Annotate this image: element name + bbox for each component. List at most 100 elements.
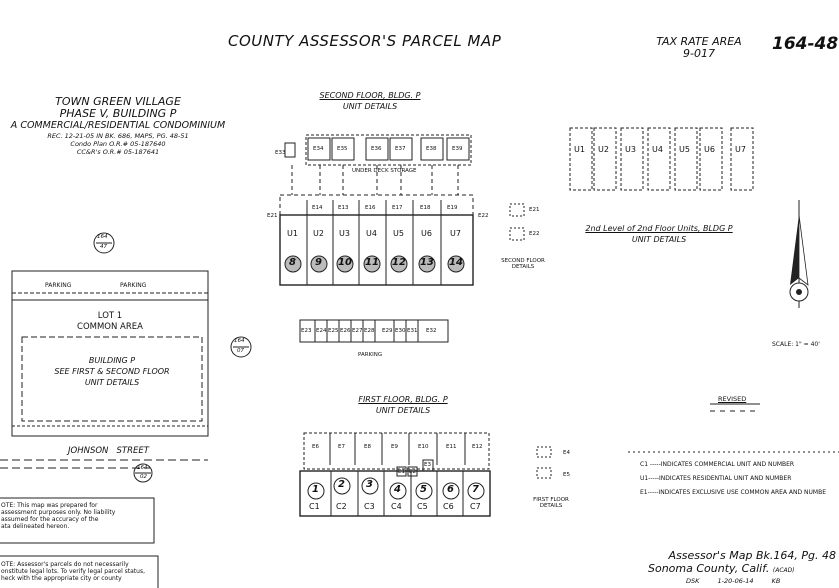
- lot-block: LOT 1 COMMON AREA: [12, 311, 208, 333]
- first-top-unit: E8: [364, 444, 371, 450]
- parking-unit: E24: [316, 328, 327, 334]
- lot-label: LOT 1: [97, 311, 123, 321]
- unit-label: U7: [450, 229, 461, 238]
- project-block: TOWN GREEN VILLAGE PHASE V, BUILDING P A…: [0, 96, 236, 157]
- level-unit: U3: [625, 145, 636, 154]
- note-box: [0, 555, 159, 588]
- first-top-unit: E6: [312, 444, 319, 450]
- level-unit: U6: [704, 145, 715, 154]
- parcel-number: 2: [338, 479, 345, 490]
- parking-unit: E32: [426, 328, 437, 334]
- parking-row-label: PARKING: [358, 352, 383, 358]
- project-rec: REC. 12-21-05 IN BK. 686, MAPS, PG. 48-5…: [47, 132, 189, 140]
- first-floor-subtitle: UNIT DETAILS: [375, 406, 431, 415]
- storage-unit: E37: [395, 146, 406, 152]
- storage-unit: E38: [426, 146, 437, 152]
- footer-dsk: DSK: [686, 577, 700, 585]
- building-footprint: [21, 336, 203, 422]
- note-line: ata delineated hereon.: [1, 523, 70, 530]
- tax-rate-area-value: 9-017: [683, 47, 715, 60]
- upper-row-unit: E18: [420, 205, 431, 211]
- parking-unit: E29: [382, 328, 393, 334]
- parking-unit: E23: [301, 328, 312, 334]
- details-e: E5: [563, 472, 570, 478]
- building-label: BUILDING P: [88, 356, 136, 365]
- note-box: [0, 497, 155, 544]
- level-unit: U5: [679, 145, 690, 154]
- second-level-heading: 2nd Level of 2nd Floor Units, BLDG P UNI…: [566, 223, 752, 245]
- under-deck-label: UNDER DECK STORAGE: [352, 168, 417, 174]
- note-line: heck with the appropriate city or county: [1, 575, 122, 582]
- second-floor-title: SECOND FLOOR, BLDG. P: [319, 91, 421, 100]
- map-title: COUNTY ASSESSOR'S PARCEL MAP: [228, 32, 502, 50]
- unit-label: U4: [366, 229, 377, 238]
- e-side-label: E22: [478, 213, 489, 219]
- map-ref-bottom-a: 164: [137, 465, 148, 471]
- map-ref-bottom-b: 02: [140, 474, 147, 480]
- first-top-unit: E10: [418, 444, 429, 450]
- tax-rate-area-label: TAX RATE AREA: [656, 35, 742, 48]
- tax-rate-area: TAX RATE AREA 9-017: [653, 36, 745, 60]
- note-line: assumed for the accuracy of the: [1, 516, 99, 523]
- parcel-number: 10: [338, 257, 352, 268]
- footer-county: Sonoma County, Calif. (ACAD): [648, 562, 795, 575]
- level-unit: U7: [735, 145, 746, 154]
- storage-unit: E36: [371, 146, 382, 152]
- map-ref-circle: [133, 463, 153, 483]
- site-boundary: [11, 270, 209, 437]
- project-ccrs: CC&R's O.R.# 05-187641: [76, 148, 160, 156]
- scale-label: SCALE: 1" = 40': [772, 341, 820, 348]
- upper-row-unit: E13: [338, 205, 349, 211]
- storage-unit: E34: [313, 146, 324, 152]
- parcel-number: 14: [449, 257, 463, 268]
- first-top-unit: E12: [472, 444, 483, 450]
- commercial-unit: C6: [443, 502, 454, 511]
- parking-unit: E27: [352, 328, 363, 334]
- first-mid-unit: E3: [424, 462, 431, 468]
- project-condo-plan: Condo Plan O.R.# 05-187640: [70, 140, 166, 148]
- map-ref-top-a: 164: [97, 234, 108, 240]
- e-side-label: E21: [267, 213, 278, 219]
- parking-unit: E31: [407, 328, 418, 334]
- unit-label: U3: [339, 229, 350, 238]
- second-floor-heading: SECOND FLOOR, BLDG. P UNIT DETAILS: [300, 90, 440, 112]
- page-number: 164-48: [772, 34, 839, 54]
- note-line: assessment purposes only. No liability: [1, 509, 116, 516]
- footer-acad: (ACAD): [772, 567, 795, 574]
- parcel-number: 7: [472, 484, 479, 495]
- unit-label: U1: [287, 229, 298, 238]
- unit-label: U2: [313, 229, 324, 238]
- building-block: BUILDING P SEE FIRST & SECOND FLOOR UNIT…: [22, 355, 202, 388]
- note-line: onstitute legal lots. To verify legal pa…: [1, 568, 145, 575]
- unit-label: U6: [421, 229, 432, 238]
- map-ref-circle: [93, 232, 115, 254]
- parking-unit: E30: [395, 328, 406, 334]
- map-ref-right-b: 07: [237, 348, 244, 354]
- legend-item: C1 -----INDICATES COMMERCIAL UNIT AND NU…: [640, 461, 795, 468]
- first-floor-outline: [299, 470, 491, 517]
- second-level-subtitle: UNIT DETAILS: [631, 235, 687, 244]
- parking-right-label: PARKING: [120, 282, 147, 289]
- parcel-number: 1: [312, 484, 319, 495]
- parcel-number: 8: [289, 257, 296, 268]
- legend-item: U1-----INDICATES RESIDENTIAL UNIT AND NU…: [640, 475, 792, 482]
- parcel-number: 11: [365, 257, 379, 268]
- level-unit: U4: [652, 145, 663, 154]
- footer-date: 1-20-06-14: [717, 577, 754, 585]
- second-level-title: 2nd Level of 2nd Floor Units, BLDG P: [585, 224, 733, 233]
- footer-meta: DSK 1-20-06-14 KB: [686, 577, 780, 585]
- details-e: E22: [529, 231, 540, 237]
- first-floor-heading: FIRST FLOOR, BLDG. P UNIT DETAILS: [338, 394, 468, 416]
- level-unit: U1: [574, 145, 585, 154]
- second-floor-outline: [279, 214, 474, 286]
- parking-left-label: PARKING: [45, 282, 72, 289]
- upper-row-unit: E17: [392, 205, 403, 211]
- upper-row-unit: E19: [447, 205, 458, 211]
- second-floor-details-label: SECOND FLOOR DETAILS: [501, 258, 545, 270]
- note-liability: OTE: This map was prepared for assessmen…: [1, 502, 115, 530]
- footer-initials: KB: [771, 577, 781, 585]
- parcel-number: 6: [447, 484, 454, 495]
- commercial-unit: C7: [470, 502, 481, 511]
- commercial-unit: C5: [417, 502, 428, 511]
- commercial-unit: C4: [391, 502, 402, 511]
